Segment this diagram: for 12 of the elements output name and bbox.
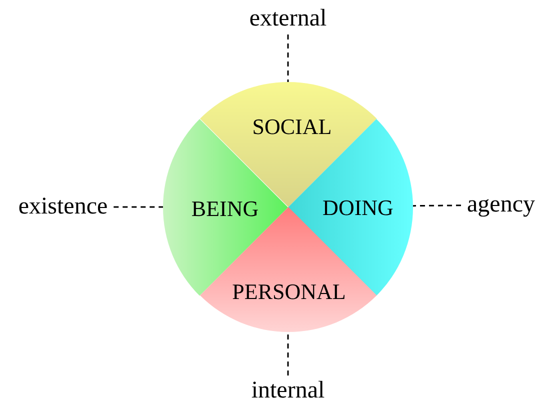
dashed-connector	[287, 34, 289, 82]
axis-label: internal	[251, 378, 325, 404]
quadrant-label: DOING	[322, 194, 394, 221]
axis-label: agency	[467, 192, 535, 218]
quadrant-label: PERSONAL	[232, 279, 346, 305]
dashed-connector	[287, 332, 289, 376]
dashed-connector	[114, 206, 163, 208]
dashed-connector	[412, 204, 462, 207]
axis-label: external	[249, 6, 327, 32]
axis-label: existence	[18, 194, 108, 220]
quadrant-label: SOCIAL	[252, 114, 332, 140]
quadrant-label: BEING	[191, 196, 259, 222]
